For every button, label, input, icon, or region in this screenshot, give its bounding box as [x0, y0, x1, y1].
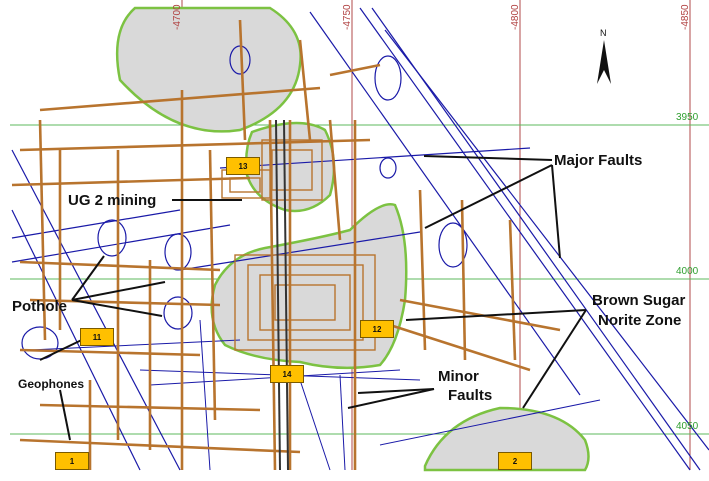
north-label: N — [600, 28, 607, 38]
y-tick-label: 4050 — [676, 421, 699, 432]
shaft-column — [275, 119, 289, 471]
minor-faults-label-line1: Minor — [438, 368, 479, 385]
potholes — [21, 45, 468, 360]
zone-central — [210, 203, 408, 370]
y-tick-label: 4000 — [676, 266, 699, 277]
geophone-marker: 11 — [80, 328, 114, 346]
stope-blocks — [221, 139, 376, 351]
pothole-label: Pothole — [12, 298, 67, 315]
brown-sugar-label-line1: Brown Sugar — [592, 292, 686, 309]
ug2-mining-label: UG 2 mining — [68, 192, 157, 209]
north-arrow: N — [597, 28, 611, 84]
x-tick-label: -4850 — [680, 4, 691, 30]
y-tick-label: 3950 — [676, 112, 699, 123]
tunnels — [11, 19, 561, 471]
brown-sugar-zones — [115, 6, 590, 472]
annotation-arrows — [39, 155, 587, 441]
x-tick-label: -4800 — [510, 4, 521, 30]
brown-sugar-label-line2: Norite Zone — [598, 312, 682, 329]
geophone-marker: 2 — [498, 452, 532, 470]
geophone-marker: 14 — [270, 365, 304, 383]
geophone-marker: 12 — [360, 320, 394, 338]
major-faults-label: Major Faults — [554, 152, 643, 169]
geophone-marker: 13 — [226, 157, 260, 175]
geophone-marker: 1 — [55, 452, 89, 470]
x-tick-label: -4750 — [342, 4, 353, 30]
zone-north — [115, 6, 302, 133]
minor-faults-label-line2: Faults — [448, 387, 493, 404]
x-tick-label: -4700 — [172, 4, 183, 30]
geophones-label: Geophones — [18, 377, 85, 391]
